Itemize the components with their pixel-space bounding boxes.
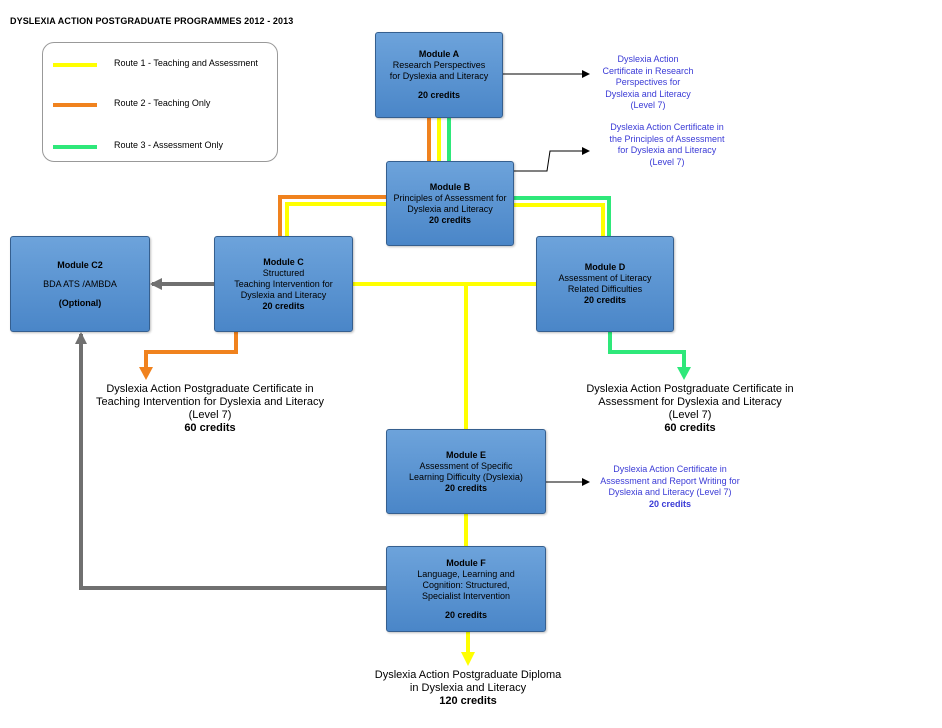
certificate-a: Dyslexia Action Certificate in Research … xyxy=(578,54,718,112)
award-assessment-line2: Assessment for Dyslexia and Literacy xyxy=(598,396,782,408)
module-c-box: Module C Structured Teaching Interventio… xyxy=(214,236,353,332)
award-assessment-credits: 60 credits xyxy=(664,422,716,434)
module-b-line2: Dyslexia and Literacy xyxy=(407,203,493,214)
award-assessment-certificate: Dyslexia Action Postgraduate Certificate… xyxy=(570,383,810,435)
certificate-b-line4: (Level 7) xyxy=(649,156,685,167)
module-e-line1: Assessment of Specific xyxy=(419,460,513,471)
legend: Route 1 - Teaching and Assessment Route … xyxy=(42,42,278,162)
certificate-e-line1: Dyslexia Action Certificate in xyxy=(613,464,727,474)
module-c2-line1: BDA ATS /AMBDA xyxy=(43,278,117,289)
module-e-line2: Learning Difficulty (Dyslexia) xyxy=(409,471,523,482)
module-a-title: Module A xyxy=(418,49,460,59)
module-f-box: Module F Language, Learning and Cognitio… xyxy=(386,546,546,632)
module-a-credits: 20 credits xyxy=(417,90,461,100)
module-d-line1: Assessment of Literacy xyxy=(558,273,652,283)
certificate-e-line2: Assessment and Report Writing for xyxy=(600,475,740,486)
module-b-line1: Principles of Assessment for xyxy=(393,192,507,203)
route3-d-award xyxy=(608,331,686,368)
legend-route1-label: Route 1 - Teaching and Assessment xyxy=(114,58,258,68)
route1-swatch xyxy=(53,63,97,67)
award-assessment-line3: (Level 7) xyxy=(668,409,712,421)
b-cert-arrow xyxy=(514,147,590,172)
legend-route3: Route 3 - Assessment Only xyxy=(43,137,277,157)
route2-award-arrowhead xyxy=(139,367,153,380)
module-f-line1: Language, Learning and xyxy=(417,568,515,579)
certificate-e: Dyslexia Action Certificate in Assessmen… xyxy=(590,464,750,510)
module-c2-title: Module C2 xyxy=(57,259,103,270)
module-b-title: Module B xyxy=(429,181,471,192)
route2-b-c xyxy=(278,195,386,236)
route3-swatch xyxy=(53,145,97,149)
legend-route3-label: Route 3 - Assessment Only xyxy=(114,140,224,150)
route3-award-arrowhead xyxy=(677,367,691,380)
module-e-title: Module E xyxy=(446,449,486,460)
module-d-title: Module D xyxy=(584,262,626,272)
certificate-a-line3: Perspectives for xyxy=(615,77,681,87)
award-teaching-line2: Teaching Intervention for Dyslexia and L… xyxy=(95,396,325,408)
certificate-b: Dyslexia Action Certificate in the Princ… xyxy=(578,122,756,168)
f-to-c2-connector xyxy=(75,332,386,590)
module-d-line2: Related Difficulties xyxy=(567,284,643,294)
module-d-box: Module D Assessment of Literacy Related … xyxy=(536,236,674,332)
award-diploma-credits: 120 credits xyxy=(439,695,497,707)
route2-swatch xyxy=(53,103,97,107)
module-c-credits: 20 credits xyxy=(262,300,305,311)
module-c-line3: Dyslexia and Literacy xyxy=(240,289,327,300)
certificate-a-line5: (Level 7) xyxy=(630,100,666,110)
legend-route2: Route 2 - Teaching Only xyxy=(43,95,277,115)
module-f-line3: Specialist Intervention xyxy=(421,590,511,601)
award-teaching-certificate: Dyslexia Action Postgraduate Certificate… xyxy=(80,383,340,435)
award-diploma: Dyslexia Action Postgraduate Diploma in … xyxy=(358,669,578,708)
module-b-credits: 20 credits xyxy=(428,214,472,225)
module-d-credits: 20 credits xyxy=(583,295,627,305)
award-diploma-line1: Dyslexia Action Postgraduate Diploma xyxy=(374,669,562,681)
award-teaching-line1: Dyslexia Action Postgraduate Certificate… xyxy=(106,383,314,395)
certificate-a-line2: Certificate in Research xyxy=(602,65,694,76)
certificate-a-line1: Dyslexia Action xyxy=(617,54,679,64)
module-b-box: Module B Principles of Assessment for Dy… xyxy=(386,161,514,246)
module-a-line1: Research Perspectives xyxy=(392,60,486,70)
route1-b-c xyxy=(285,202,386,236)
route1-diploma-arrowhead xyxy=(461,652,475,666)
module-f-line2: Cognition: Structured, xyxy=(422,579,510,590)
route1-b-d xyxy=(514,203,605,236)
module-a-box: Module A Research Perspectives for Dysle… xyxy=(375,32,503,118)
module-a-line2: for Dyslexia and Literacy xyxy=(389,71,489,81)
certificate-b-line1: Dyslexia Action Certificate in xyxy=(610,122,724,132)
award-assessment-line1: Dyslexia Action Postgraduate Certificate… xyxy=(586,383,794,395)
route2-c-award xyxy=(144,331,238,368)
award-teaching-credits: 60 credits xyxy=(184,422,236,434)
certificate-a-line4: Dyslexia and Literacy xyxy=(605,88,691,99)
certificate-e-line3: Dyslexia and Literacy (Level 7) xyxy=(608,487,732,497)
module-c-line2: Teaching Intervention for xyxy=(234,278,333,289)
module-c-line1: Structured xyxy=(262,267,305,278)
module-f-credits: 20 credits xyxy=(444,609,488,620)
legend-route2-label: Route 2 - Teaching Only xyxy=(114,98,211,108)
certificate-e-credits: 20 credits xyxy=(648,498,692,509)
module-e-credits: 20 credits xyxy=(444,482,488,493)
page-title: DYSLEXIA ACTION POSTGRADUATE PROGRAMMES … xyxy=(10,16,294,26)
route3-b-d xyxy=(514,196,611,236)
award-teaching-line3: (Level 7) xyxy=(188,409,232,421)
legend-route1: Route 1 - Teaching and Assessment xyxy=(43,55,277,75)
certificate-b-line3: for Dyslexia and Literacy xyxy=(617,145,717,155)
certificate-b-line2: the Principles of Assessment xyxy=(609,133,725,144)
module-c2-box: Module C2 BDA ATS /AMBDA (Optional) xyxy=(10,236,150,332)
module-e-box: Module E Assessment of Specific Learning… xyxy=(386,429,546,514)
module-f-title: Module F xyxy=(446,557,486,568)
module-c2-note: (Optional) xyxy=(58,297,102,308)
module-c-title: Module C xyxy=(263,256,304,267)
award-diploma-line2: in Dyslexia and Literacy xyxy=(409,682,527,694)
